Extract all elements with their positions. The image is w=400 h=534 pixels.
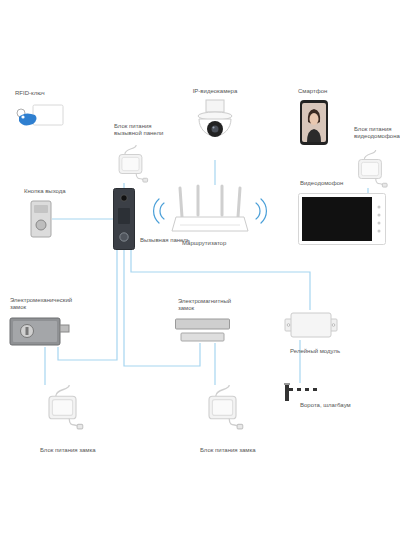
device-node: IP-видеокамера xyxy=(195,100,235,160)
wire-connector xyxy=(214,160,215,185)
device-node: Вызывная панель xyxy=(113,188,135,250)
maglock-illustration xyxy=(175,318,230,343)
wire-connector xyxy=(214,343,215,385)
label-group: Блок питания видеодомофона xyxy=(354,126,400,140)
device-node: Кнопка выхода xyxy=(30,200,52,238)
device-label: Электромагнитный замок xyxy=(178,298,238,312)
device-node: Блок питания замка xyxy=(195,385,250,430)
label-group: Электромагнитный замок xyxy=(178,298,238,312)
wire-connector xyxy=(299,340,300,383)
device-node: Видеодомофон xyxy=(298,193,386,245)
gate-illustration xyxy=(283,383,318,401)
device-label: Релейный модуль xyxy=(290,348,350,355)
router-illustration xyxy=(170,185,250,235)
device-node: Блок питания вызывной панели xyxy=(108,145,153,183)
device-node: Релейный модуль xyxy=(285,310,337,340)
device-node: Блок питания видеодомофона xyxy=(350,150,390,188)
label-group: Видеодомофон xyxy=(300,180,370,187)
device-label: RFID-ключ xyxy=(15,90,75,97)
label-group: Маршрутизатор xyxy=(182,240,252,247)
relay-illustration xyxy=(285,310,337,340)
monitor-illustration xyxy=(298,193,386,245)
label-group: RFID-ключ xyxy=(15,90,75,97)
label-group: Блок питания замка xyxy=(40,447,120,454)
label-group: Релейный модуль xyxy=(290,348,350,355)
device-label: Видеодомофон xyxy=(300,180,370,187)
device-label: Блок питания замка xyxy=(40,447,120,454)
device-label: Ворота, шлагбаум xyxy=(300,402,370,409)
device-label: Кнопка выхода xyxy=(24,188,94,195)
label-group: Смартфон xyxy=(298,88,348,95)
rfid-illustration xyxy=(15,103,65,128)
wire-connector xyxy=(52,218,113,219)
label-group: Блок питания замка xyxy=(200,447,280,454)
psu-illustration xyxy=(35,385,90,430)
device-node: RFID-ключ xyxy=(15,103,65,128)
wire-connector xyxy=(58,250,117,360)
button-illustration xyxy=(30,200,52,238)
device-label: Смартфон xyxy=(298,88,348,95)
wire-connector xyxy=(123,183,124,188)
psu-illustration xyxy=(108,145,153,183)
device-node: Электромеханический замок xyxy=(10,315,70,347)
device-label: Блок питания замка xyxy=(200,447,280,454)
device-label: Блок питания видеодомофона xyxy=(354,126,400,140)
device-node: Блок питания замка xyxy=(35,385,90,430)
device-label: Электромеханический замок xyxy=(10,297,80,311)
psu-illustration xyxy=(195,385,250,430)
device-label: Блок питания вызывной панели xyxy=(114,123,172,137)
device-label: Маршрутизатор xyxy=(182,240,252,247)
camera-illustration xyxy=(195,100,235,160)
device-node: Смартфон xyxy=(298,100,330,145)
wire-connector xyxy=(367,188,368,193)
device-node: Ворота, шлагбаум xyxy=(283,383,318,401)
wire-connector xyxy=(44,347,45,385)
device-label: IP-видеокамера xyxy=(183,88,247,95)
phone-illustration xyxy=(298,100,330,145)
emlock-illustration xyxy=(10,315,70,347)
psu-illustration xyxy=(350,150,390,188)
device-node: Электромагнитный замок xyxy=(175,318,230,343)
label-group: Ворота, шлагбаум xyxy=(300,402,370,409)
label-group: IP-видеокамера xyxy=(183,88,247,95)
label-group: Блок питания вызывной панели xyxy=(114,123,172,137)
label-group: Электромеханический замок xyxy=(10,297,80,311)
label-group: Кнопка выхода xyxy=(24,188,94,195)
device-node: Маршрутизатор xyxy=(170,185,250,235)
panel-illustration xyxy=(113,188,135,250)
